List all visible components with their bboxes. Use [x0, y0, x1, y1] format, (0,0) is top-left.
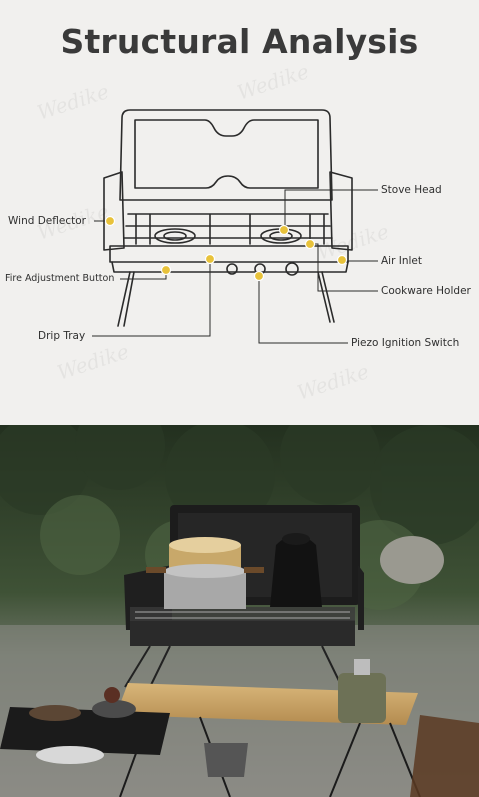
photo-gas-canister	[338, 673, 386, 723]
photo-kettle	[270, 535, 322, 607]
left-knob	[226, 263, 238, 275]
svg-text:Wedike: Wedike	[54, 339, 132, 385]
fire-adjustment-button-label: Fire Adjustment Button	[5, 273, 115, 284]
stove-lid-inner	[134, 119, 319, 189]
drip-tray-dot	[204, 253, 216, 265]
svg-text:Wedike: Wedike	[234, 59, 312, 105]
right-knob	[285, 262, 299, 276]
piezo-ignition-switch-label: Piezo Ignition Switch	[351, 337, 460, 349]
cookware-holder-dot	[304, 238, 316, 250]
cookware-holder-label: Cookware Holder	[381, 285, 471, 297]
stove-diagram: Wedike Wedike Wedike Wedike Wedike Wedik…	[34, 59, 392, 405]
stove-head-label: Stove Head	[381, 184, 442, 196]
wind-deflector-dot	[104, 215, 116, 227]
left-burner	[154, 228, 196, 244]
photo-illustration	[0, 425, 479, 797]
camping-stove-photo	[0, 425, 479, 797]
stove-head-dot	[278, 224, 290, 236]
right-leg	[317, 271, 335, 323]
air-inlet-label: Air Inlet	[381, 255, 423, 267]
fire-adjustment-dot	[160, 264, 172, 276]
svg-text:Wedike: Wedike	[34, 79, 112, 125]
page-title: Structural Analysis	[60, 22, 419, 61]
structural-analysis-panel: Structural Analysis	[5, 22, 471, 405]
piezo-ignition-dot	[253, 270, 265, 282]
photo-stove-body	[130, 620, 355, 646]
stove-lid	[119, 109, 333, 201]
svg-text:Wedike: Wedike	[294, 359, 372, 405]
right-wind-deflector	[329, 171, 353, 251]
wind-deflector-label: Wind Deflector	[8, 215, 86, 227]
left-leg	[117, 271, 135, 327]
air-inlet-dot	[336, 254, 348, 266]
drip-tray-label: Drip Tray	[38, 330, 86, 342]
rock	[380, 536, 444, 584]
left-wind-deflector	[103, 171, 125, 251]
cooking-grate	[123, 213, 333, 245]
